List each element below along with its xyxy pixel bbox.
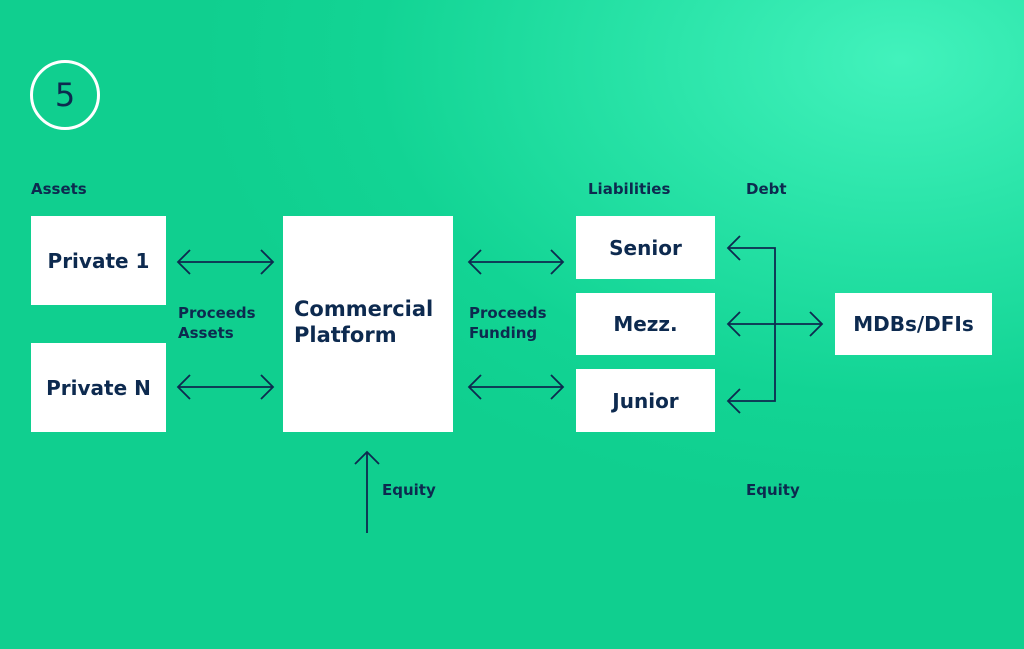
step-number-badge: 5 xyxy=(30,60,100,130)
equity-up-arrow xyxy=(354,450,380,533)
double-arrow-junior xyxy=(467,374,565,400)
platform-line-1: Commercial xyxy=(294,297,434,321)
proceeds-funding-label-1: Proceeds xyxy=(469,304,547,322)
double-arrow-private-n xyxy=(176,374,275,400)
equity-left-label: Equity xyxy=(382,481,436,499)
commercial-platform-box: Commercial Platform xyxy=(283,216,453,432)
private-1-box: Private 1 xyxy=(31,216,166,305)
liabilities-heading: Liabilities xyxy=(588,180,671,198)
senior-box: Senior xyxy=(576,216,715,279)
proceeds-assets-label-2: Assets xyxy=(178,324,234,342)
mdbs-dfis-box: MDBs/DFIs xyxy=(835,293,992,355)
proceeds-assets-label-1: Proceeds xyxy=(178,304,256,322)
proceeds-funding-label-2: Funding xyxy=(469,324,538,342)
mezz-box: Mezz. xyxy=(576,293,715,355)
assets-heading: Assets xyxy=(31,180,87,198)
debt-heading: Debt xyxy=(746,180,787,198)
double-arrow-private-1 xyxy=(176,249,275,275)
debt-bracket-arrows xyxy=(726,235,824,414)
equity-right-label: Equity xyxy=(746,481,800,499)
private-n-box: Private N xyxy=(31,343,166,432)
double-arrow-senior xyxy=(467,249,565,275)
platform-line-2: Platform xyxy=(294,323,397,347)
junior-box: Junior xyxy=(576,369,715,432)
